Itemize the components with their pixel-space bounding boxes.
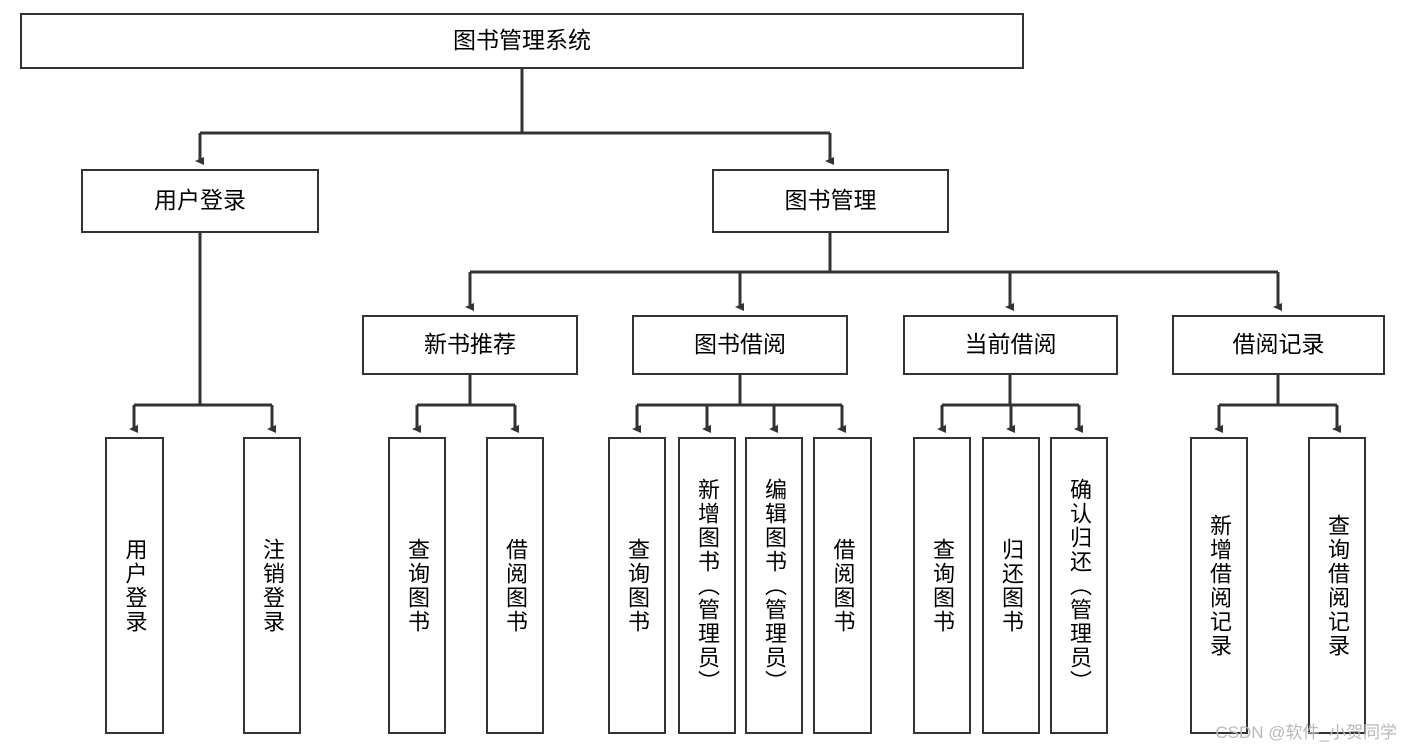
node-root[interactable]: 图书管理系统 [20, 13, 1024, 69]
leaf-confirm-return-label: 确认归还（管理员） [1066, 477, 1092, 694]
leaf-query-book-2[interactable]: 查询图书 [608, 437, 666, 734]
leaf-user-login-label: 用户登录 [122, 537, 148, 634]
node-book-manage-label: 图书管理 [784, 187, 877, 214]
edge-group-root [195, 69, 834, 165]
leaf-query-record-label: 查询借阅记录 [1324, 513, 1350, 658]
node-book-borrow-label: 图书借阅 [694, 331, 786, 358]
leaf-confirm-return[interactable]: 确认归还（管理员） [1050, 437, 1108, 734]
edge-group-current-borrow [937, 375, 1083, 433]
node-root-label: 图书管理系统 [453, 27, 591, 54]
leaf-add-book[interactable]: 新增图书（管理员） [678, 437, 736, 734]
leaf-add-book-label: 新增图书（管理员） [694, 477, 720, 694]
edge-group-user-login [129, 233, 276, 433]
leaf-query-book-1-label: 查询图书 [404, 537, 430, 634]
edge-group-book-manage [465, 233, 1282, 311]
leaf-return-book-label: 归还图书 [998, 537, 1024, 634]
leaf-borrow-book-2-label: 借阅图书 [830, 537, 856, 634]
leaf-edit-book-label: 编辑图书（管理员） [761, 477, 787, 694]
node-new-book-recommend[interactable]: 新书推荐 [362, 315, 578, 375]
leaf-user-login[interactable]: 用户登录 [105, 437, 164, 734]
node-borrow-record[interactable]: 借阅记录 [1172, 315, 1385, 375]
leaf-logout-login[interactable]: 注销登录 [243, 437, 301, 734]
leaf-borrow-book-1-label: 借阅图书 [502, 537, 528, 634]
leaf-query-record[interactable]: 查询借阅记录 [1308, 437, 1366, 734]
leaf-edit-book[interactable]: 编辑图书（管理员） [745, 437, 803, 734]
leaf-query-book-1[interactable]: 查询图书 [388, 437, 446, 734]
leaf-query-book-3[interactable]: 查询图书 [913, 437, 971, 734]
edge-group-borrow-record [1214, 375, 1341, 433]
node-user-login[interactable]: 用户登录 [81, 169, 319, 233]
node-user-login-label: 用户登录 [154, 187, 246, 214]
leaf-return-book[interactable]: 归还图书 [982, 437, 1040, 734]
node-book-manage[interactable]: 图书管理 [712, 169, 949, 233]
leaf-query-book-3-label: 查询图书 [929, 537, 955, 634]
leaf-borrow-book-1[interactable]: 借阅图书 [486, 437, 544, 734]
edge-group-new-book-recommend [412, 375, 519, 433]
node-book-borrow[interactable]: 图书借阅 [632, 315, 848, 375]
leaf-logout-login-label: 注销登录 [259, 537, 285, 634]
node-new-book-recommend-label: 新书推荐 [424, 331, 516, 358]
leaf-borrow-book-2[interactable]: 借阅图书 [813, 437, 872, 734]
leaf-add-record[interactable]: 新增借阅记录 [1190, 437, 1248, 734]
leaf-query-book-2-label: 查询图书 [624, 537, 650, 634]
node-current-borrow-label: 当前借阅 [964, 331, 1057, 358]
edge-group-book-borrow [632, 375, 846, 433]
watermark-text: CSDN @软件_小贺同学 [1215, 723, 1397, 742]
leaf-add-record-label: 新增借阅记录 [1206, 513, 1232, 658]
node-current-borrow[interactable]: 当前借阅 [903, 315, 1118, 375]
node-borrow-record-label: 借阅记录 [1232, 331, 1325, 358]
